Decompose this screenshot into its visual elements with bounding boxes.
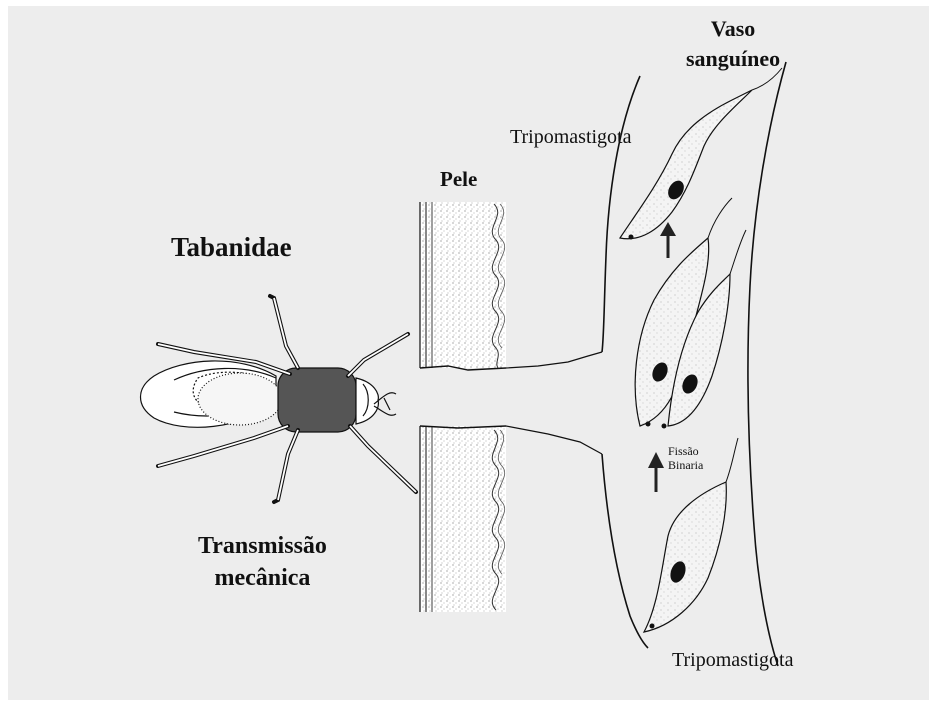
label-tripomastigota-top: Tripomastigota <box>510 126 632 149</box>
label-vaso-sanguineo: Vaso sanguíneo <box>686 14 780 74</box>
label-tabanidae: Tabanidae <box>171 232 292 263</box>
label-fissao-line1: Fissão <box>668 444 703 458</box>
skin-upper-block <box>420 202 506 370</box>
label-vaso-line2: sanguíneo <box>686 44 780 74</box>
label-transmission-line2: mecânica <box>198 562 327 594</box>
label-transmission-line1: Transmissão <box>198 530 327 562</box>
diagram-art <box>8 6 929 700</box>
label-fissao-line2: Binaria <box>668 458 703 472</box>
label-tripomastigota-bottom: Tripomastigota <box>672 649 794 672</box>
diagram-panel: Tabanidae Transmissão mecânica Pele Vaso… <box>8 6 929 700</box>
label-vaso-line1: Vaso <box>686 14 780 44</box>
skin-lower-block <box>420 426 506 612</box>
label-pele: Pele <box>440 167 477 192</box>
label-transmission: Transmissão mecânica <box>198 530 327 594</box>
label-fissao-binaria: Fissão Binaria <box>668 444 703 472</box>
